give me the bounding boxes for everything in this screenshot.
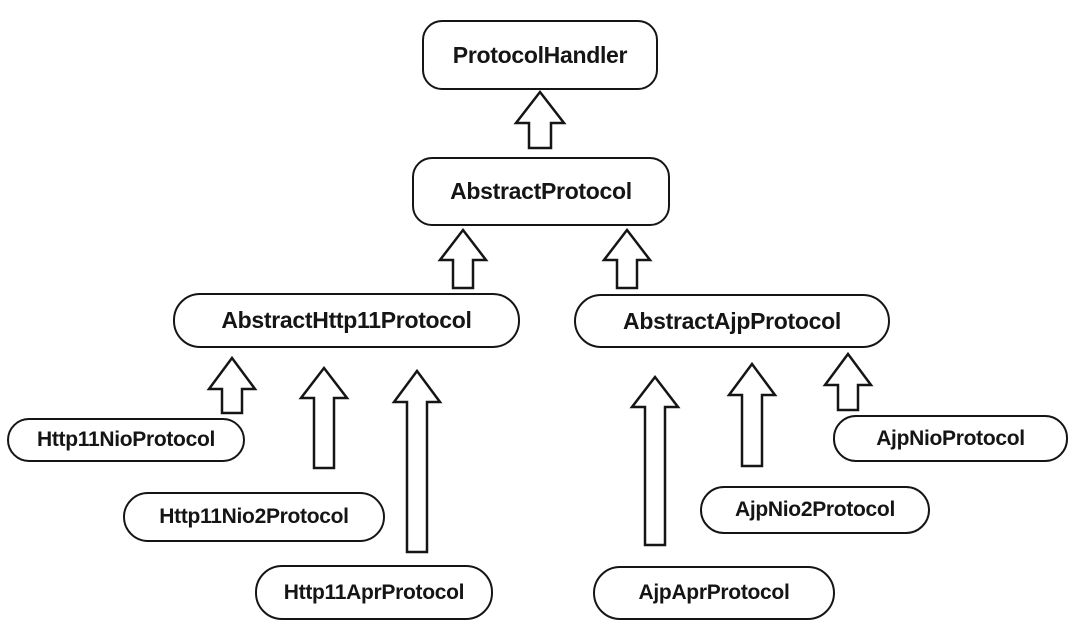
node-abstracthttp11protocol: AbstractHttp11Protocol: [173, 293, 520, 348]
node-http11aprprotocol: Http11AprProtocol: [255, 565, 493, 620]
node-http11nio2protocol: Http11Nio2Protocol: [123, 492, 385, 542]
arrow-abstracthttp11-to-abstractprotocol: [437, 227, 489, 290]
node-abstractprotocol: AbstractProtocol: [412, 157, 670, 226]
node-ajpaprprotocol: AjpAprProtocol: [593, 566, 835, 620]
node-ajpnioprotocol: AjpNioProtocol: [833, 415, 1068, 462]
arrow-ajpnio2-to-abstractajp: [726, 361, 778, 468]
arrow-http11nio2-to-abstracthttp11: [298, 365, 350, 470]
node-protocolhandler: ProtocolHandler: [422, 20, 658, 90]
arrow-http11nio-to-abstracthttp11: [206, 355, 258, 415]
arrow-ajpnio-to-abstractajp: [822, 351, 874, 412]
node-abstractajpprotocol: AbstractAjpProtocol: [574, 294, 890, 348]
node-ajpnio2protocol: AjpNio2Protocol: [700, 486, 930, 534]
node-http11nioprotocol: Http11NioProtocol: [7, 418, 245, 462]
arrow-abstractajp-to-abstractprotocol: [601, 227, 653, 290]
arrow-abstractprotocol-to-protocolhandler: [513, 89, 567, 150]
arrow-http11apr-to-abstracthttp11: [391, 368, 443, 554]
arrow-ajpapr-to-abstractajp: [629, 374, 681, 547]
